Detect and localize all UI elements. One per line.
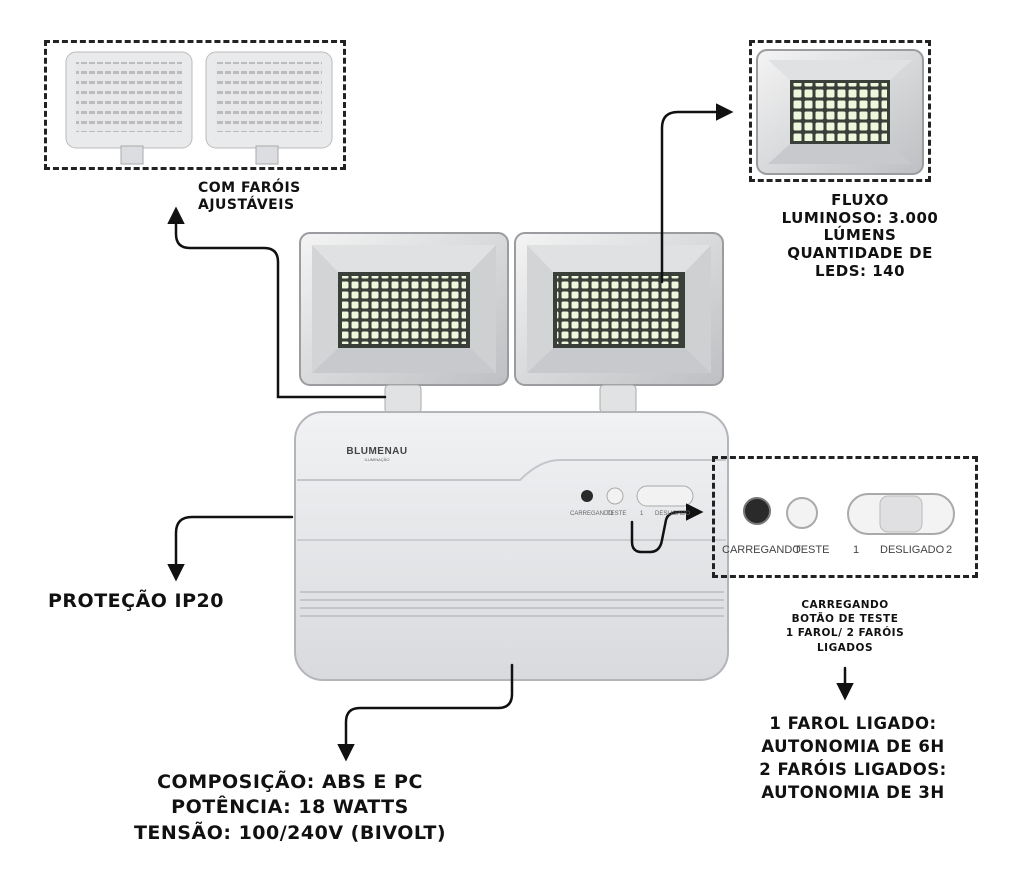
zoom-control-panel — [743, 493, 955, 535]
label-autonomy: 1 FAROL LIGADO: AUTONOMIA DE 6H 2 FARÓIS… — [759, 714, 947, 803]
zoom-label-test: TESTE — [794, 544, 830, 556]
brand-name: BLUMENAU — [346, 446, 408, 457]
zoom-box-controls — [712, 456, 978, 578]
left-lamp-head — [299, 232, 509, 386]
zoom-label-two: 2 — [946, 544, 953, 556]
label-controls: CARREGANDO BOTÃO DE TESTE 1 FAROL/ 2 FAR… — [785, 599, 905, 654]
brand-logo: BLUMENAU ILUMINAÇÃO — [337, 446, 417, 462]
device-body — [294, 411, 729, 681]
zoom-box-leds — [749, 40, 931, 182]
panel-label-test: TESTE — [607, 511, 627, 517]
zoom-label-one: 1 — [853, 544, 860, 556]
label-specs: COMPOSIÇÃO: ABS E PC POTÊNCIA: 18 WATTS … — [133, 771, 447, 844]
panel-label-charging: CARREGANDO — [570, 511, 614, 517]
zoom-label-off: DESLIGADO — [880, 544, 945, 556]
rear-view-lamps — [65, 51, 333, 165]
label-adjustable: COM FARÓIS AJUSTÁVEIS — [198, 180, 301, 213]
right-lamp-head — [514, 232, 724, 386]
callout-arrows — [167, 103, 854, 762]
label-protection: PROTEÇÃO IP20 — [48, 590, 224, 612]
zoom-lamp-head — [756, 49, 924, 175]
panel-label-one: 1 — [640, 511, 644, 517]
zoom-box-rear — [44, 40, 346, 170]
panel-label-off: DESLIGADO — [655, 511, 691, 517]
brand-subtitle: ILUMINAÇÃO — [364, 457, 390, 462]
label-flux: FLUXO LUMINOSO: 3.000 LÚMENS QUANTIDADE … — [781, 191, 939, 280]
zoom-label-charging: CARREGANDO — [722, 544, 801, 556]
